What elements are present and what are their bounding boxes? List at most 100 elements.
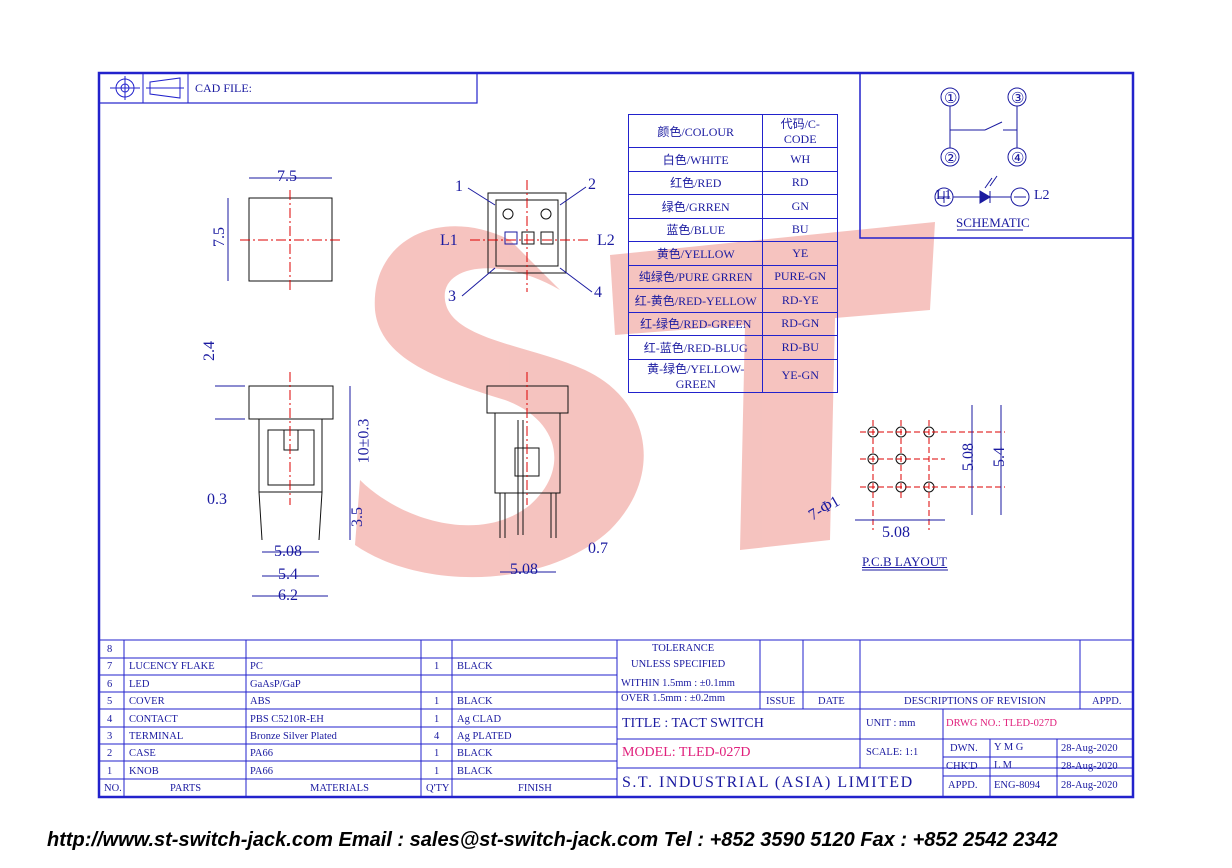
- dim-pin-length: 3.5: [349, 507, 366, 527]
- bom-cell: 1: [107, 765, 113, 777]
- bom-cell: 1: [434, 696, 440, 708]
- bom-cell: 6: [107, 678, 113, 690]
- bom-cell: 2: [107, 748, 113, 760]
- dim-pin-thickness: 0.3: [207, 491, 227, 508]
- dim-top-height: 7.5: [211, 227, 228, 247]
- side-view: [215, 372, 351, 597]
- bom-cell: KNOB: [129, 765, 159, 777]
- colour-name-cell: 红-绿色/RED-GREEN: [627, 311, 764, 336]
- bottom-pin-1: 1: [455, 178, 463, 195]
- revision-header: DESCRIPTIONS OF REVISION: [904, 696, 1046, 707]
- bottom-view: [461, 180, 593, 297]
- dim-side-pitch: 5.08: [274, 543, 302, 560]
- colour-name-cell: 绿色/GRREN: [627, 194, 764, 219]
- bom-cell: 1: [434, 748, 440, 760]
- dim-section-pitch: 5.08: [510, 561, 538, 578]
- cad-file-label: CAD FILE:: [195, 81, 252, 95]
- bom-header-cell: Q'TY: [426, 783, 450, 795]
- sheet-border: [97, 71, 1135, 799]
- dim-overall-width: 6.2: [278, 587, 298, 604]
- bottom-pin-3: 3: [448, 288, 456, 305]
- section-view: [486, 372, 569, 573]
- colour-code-cell: RD-GN: [762, 311, 838, 336]
- bom-cell: 1: [434, 713, 440, 725]
- bom-cell: PA66: [250, 748, 273, 760]
- bom-cell: 1: [434, 765, 440, 777]
- bom-cell: LUCENCY FLAKE: [129, 661, 215, 673]
- colour-code-cell: RD-YE: [762, 288, 838, 313]
- bottom-l2: L2: [597, 232, 615, 249]
- bom-header-cell: FINISH: [518, 783, 552, 795]
- bom-cell: TERMINAL: [129, 731, 184, 742]
- colour-code-cell: RD: [762, 170, 838, 195]
- colour-code-cell: BU: [762, 217, 838, 242]
- colour-code-cell: YE-GN: [762, 358, 838, 393]
- schematic-pin-4: ④: [1011, 151, 1025, 167]
- issue-header: ISSUE: [766, 696, 796, 707]
- appd-header: APPD.: [1092, 696, 1122, 707]
- tolerance-title: TOLERANCE: [652, 643, 715, 654]
- colour-name-cell: 红-黄色/RED-YELLOW: [627, 288, 764, 313]
- pcb-dim-pitch-h: 5.08: [882, 524, 910, 541]
- dim-top-width: 7.5: [277, 168, 297, 185]
- bottom-pin-4: 4: [594, 284, 602, 301]
- schematic-pin-2: ②: [944, 151, 958, 167]
- bom-cell: PA66: [250, 765, 273, 777]
- dwn-date: 28-Aug-2020: [1061, 743, 1118, 754]
- bom-cell: CASE: [129, 748, 156, 760]
- colour-name-cell: 纯绿色/PURE GRREN: [627, 264, 764, 289]
- top-view: [227, 177, 340, 290]
- dim-body-height: 10±0.3: [355, 418, 373, 464]
- bom-cell: 4: [434, 731, 440, 742]
- bom-cell: LED: [129, 678, 150, 690]
- chkd-name: L M: [994, 760, 1012, 771]
- colour-code-cell: PURE-GN: [762, 264, 838, 289]
- colour-code-cell: WH: [762, 147, 838, 172]
- scale-label: SCALE: 1:1: [866, 747, 919, 758]
- schematic-title: SCHEMATIC: [956, 215, 1030, 230]
- tolerance-within: WITHIN 1.5mm : ±0.1mm: [621, 678, 735, 689]
- bom-header-cell: NO.: [104, 783, 122, 795]
- appd-label: APPD.: [948, 780, 978, 791]
- bom-cell: ABS: [250, 696, 271, 708]
- bom-cell: 7: [107, 661, 113, 673]
- bom-cell: CONTACT: [129, 713, 178, 725]
- colour-name-cell: 黄-绿色/YELLOW-GREEN: [627, 358, 764, 393]
- colour-name-cell: 红-蓝色/RED-BLUG: [627, 335, 764, 360]
- pcb-title: P.C.B LAYOUT: [862, 554, 948, 569]
- schematic-pin-3: ③: [1011, 91, 1025, 107]
- bom-cell: 5: [107, 696, 113, 708]
- tolerance-over: OVER 1.5mm : ±0.2mm: [621, 693, 726, 704]
- chkd-date: 28-Aug-2020: [1061, 761, 1118, 772]
- schematic-l2: L2: [1034, 188, 1050, 203]
- bom-header-cell: MATERIALS: [310, 783, 369, 795]
- bom-cell: BLACK: [457, 696, 493, 708]
- appd-name: ENG-8094: [994, 780, 1041, 791]
- bom-cell: BLACK: [457, 765, 493, 777]
- schematic-pin-1: ①: [944, 91, 958, 107]
- tolerance-unless: UNLESS SPECIFIED: [631, 659, 726, 670]
- bom-cell: BLACK: [457, 748, 493, 760]
- drawing-title: TITLE : TACT SWITCH: [622, 716, 764, 731]
- bom-cell: 4: [107, 713, 113, 725]
- bom-cell: 8: [107, 644, 113, 655]
- pcb-dim-span: 5.4: [991, 447, 1008, 467]
- company-name: S.T. INDUSTRIAL (ASIA) LIMITED: [622, 774, 914, 791]
- model-label: MODEL: TLED-027D: [622, 745, 751, 760]
- dim-side-width: 5.4: [278, 566, 298, 583]
- bottom-pin-2: 2: [588, 176, 596, 193]
- dim-cap-height: 2.4: [201, 341, 218, 361]
- unit-label: UNIT : mm: [866, 718, 916, 729]
- bom-cell: BLACK: [457, 661, 493, 673]
- colour-code-cell: YE: [762, 241, 838, 266]
- colour-code-cell: 代码/C-CODE: [762, 114, 838, 148]
- bottom-l1: L1: [440, 232, 458, 249]
- bom-cell: Bronze Silver Plated: [250, 731, 337, 742]
- colour-name-cell: 红色/RED: [627, 170, 764, 195]
- bom-cell: GaAsP/GaP: [250, 678, 301, 690]
